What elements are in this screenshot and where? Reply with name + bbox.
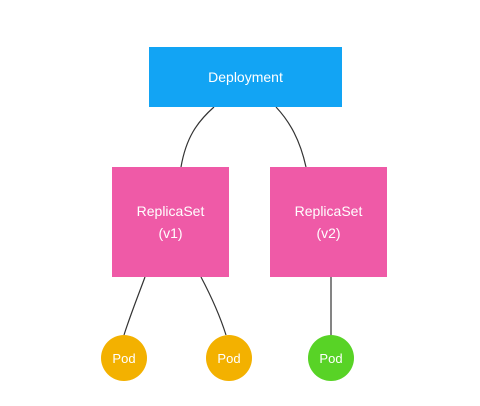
pod-node-3: Pod bbox=[308, 335, 354, 381]
replicaset-v2-node: ReplicaSet (v2) bbox=[270, 167, 387, 277]
edge-rs-v1-pod-2 bbox=[200, 276, 227, 336]
edge-rs-v1-pod-1 bbox=[123, 276, 146, 336]
replicaset-v1-version: (v1) bbox=[158, 225, 183, 241]
pod-2-label: Pod bbox=[217, 350, 241, 366]
deployment-node: Deployment bbox=[149, 47, 342, 107]
pod-3-label: Pod bbox=[319, 350, 343, 366]
pod-node-1: Pod bbox=[101, 335, 147, 381]
replicaset-v1-node: ReplicaSet (v1) bbox=[112, 167, 229, 277]
replicaset-v1-title: ReplicaSet bbox=[136, 203, 205, 219]
replicaset-v2-version: (v2) bbox=[316, 225, 341, 241]
replicaset-v2-title: ReplicaSet bbox=[294, 203, 363, 219]
edge-deployment-rs-v1 bbox=[180, 106, 215, 168]
pod-1-label: Pod bbox=[112, 350, 136, 366]
pod-node-2: Pod bbox=[206, 335, 252, 381]
deployment-label: Deployment bbox=[208, 69, 283, 85]
edge-deployment-rs-v2 bbox=[275, 106, 307, 168]
